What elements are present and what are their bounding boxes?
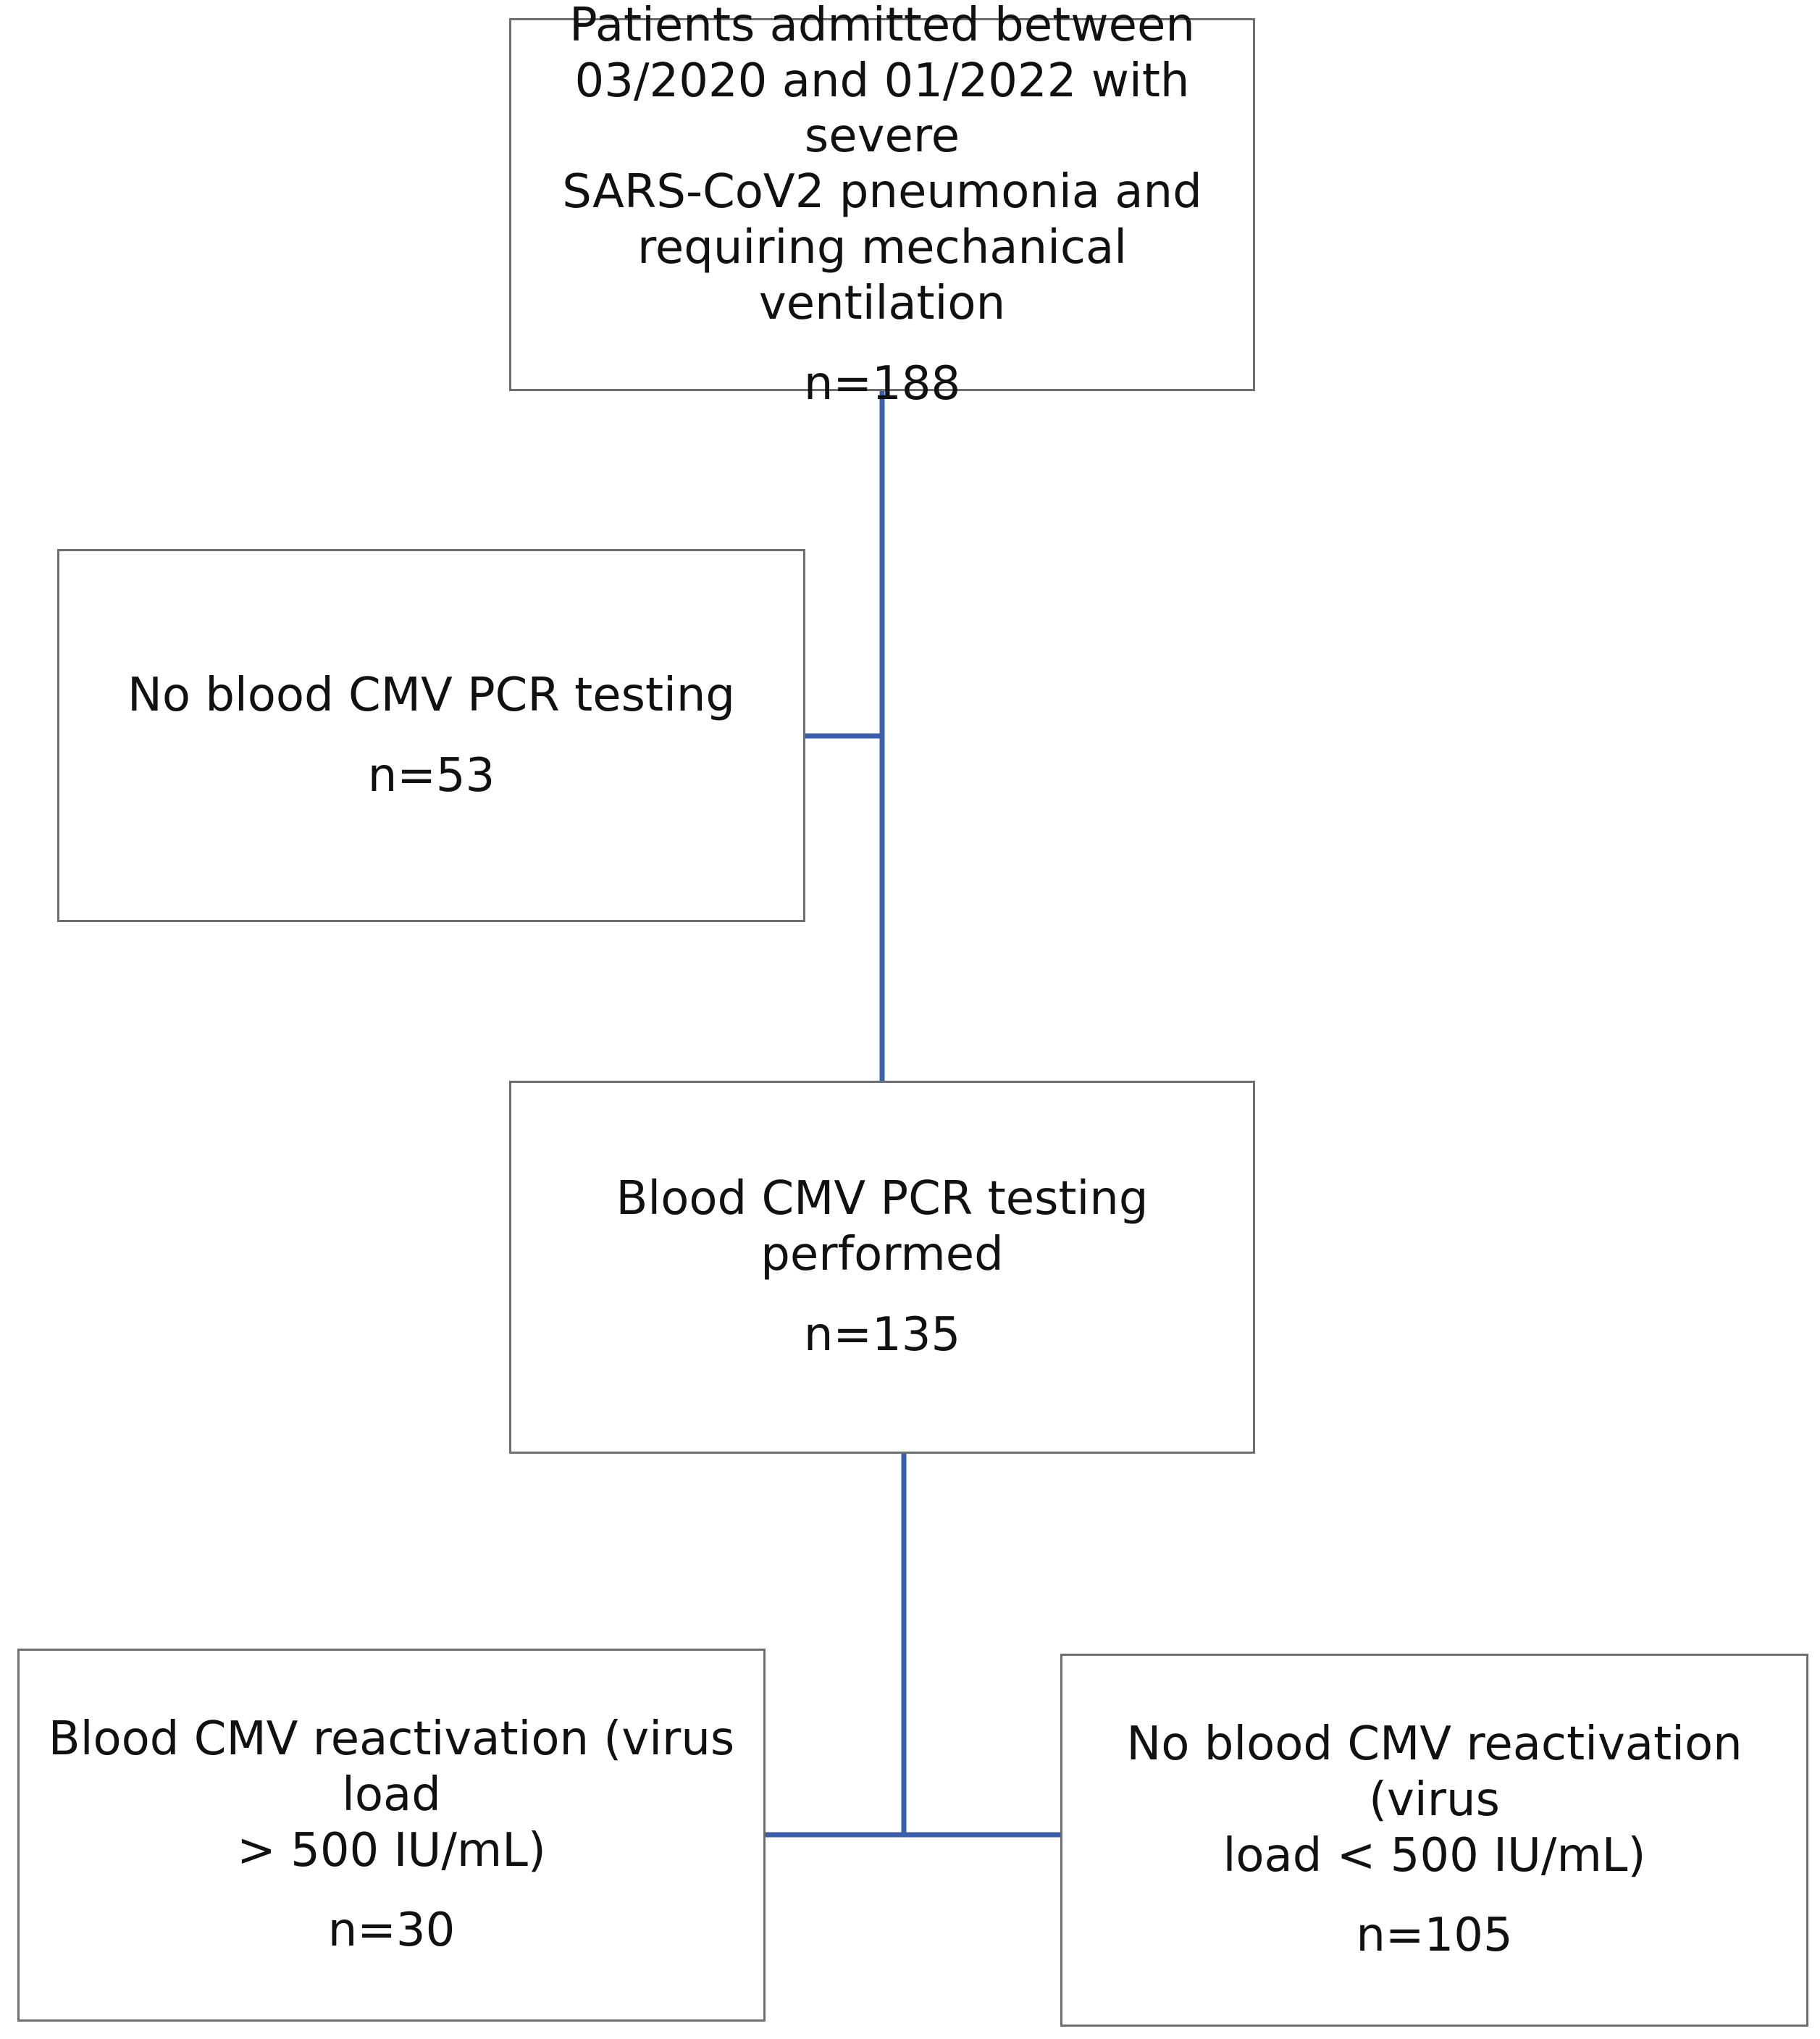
box-count: n=105 (1356, 1909, 1513, 1963)
box-count: n=53 (367, 748, 495, 803)
box-label: Blood CMV reactivation (virus load > 500… (48, 1712, 735, 1877)
box-label: No blood CMV PCR testing (127, 668, 736, 722)
box-label: No blood CMV reactivation (virus load < … (1126, 1717, 1743, 1883)
box-no-pcr-testing: No blood CMV PCR testing n=53 (57, 549, 805, 922)
box-count: n=188 (803, 356, 961, 411)
box-label: Patients admitted between 03/2020 and 01… (562, 0, 1202, 330)
box-pcr-testing-performed: Blood CMV PCR testing performed n=135 (509, 1081, 1255, 1454)
box-count: n=135 (803, 1307, 961, 1362)
box-patients-admitted: Patients admitted between 03/2020 and 01… (509, 0, 1255, 411)
box-count: n=30 (327, 1904, 456, 1958)
box-no-cmv-reactivation: No blood CMV reactivation (virus load < … (1060, 1654, 1808, 2027)
box-cmv-reactivation: Blood CMV reactivation (virus load > 500… (17, 1649, 766, 2022)
box-label: Blood CMV PCR testing performed (616, 1172, 1149, 1282)
